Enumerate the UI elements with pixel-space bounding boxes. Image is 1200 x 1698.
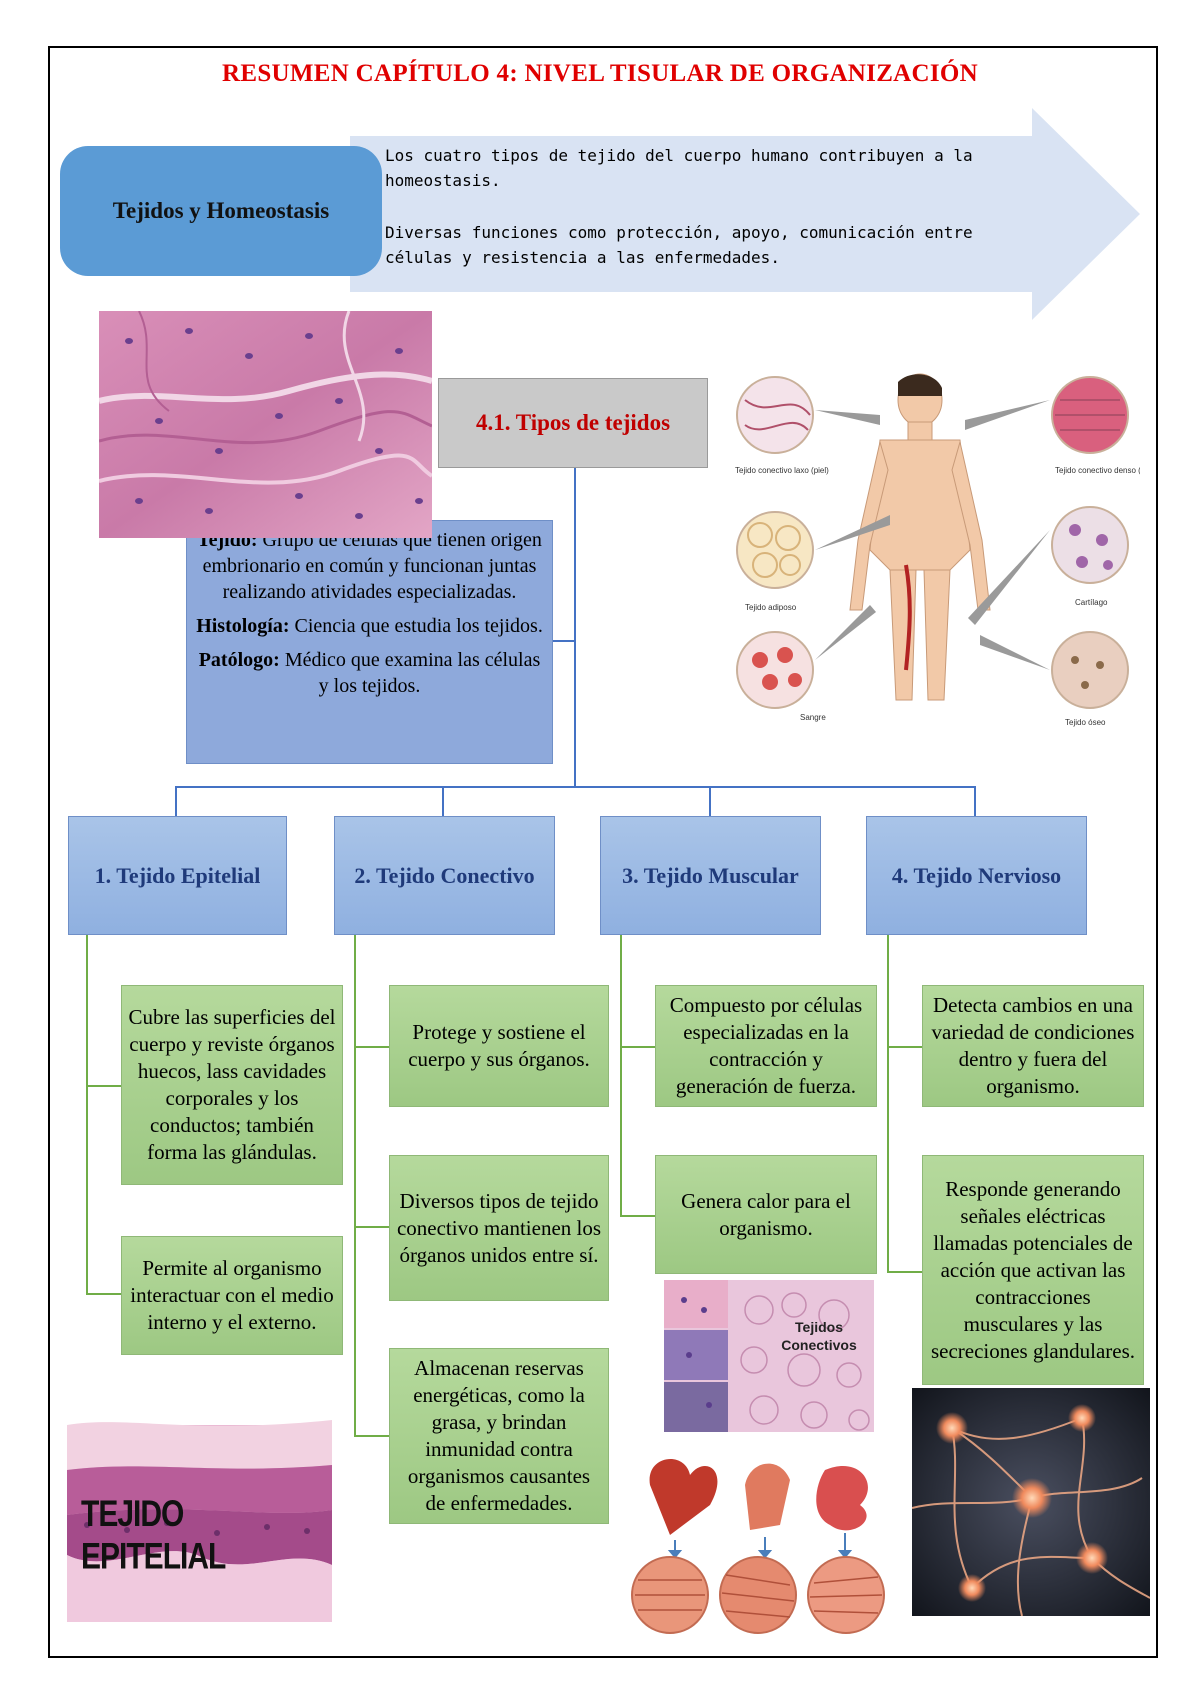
epitelial-item-2: Permite al organismo interactuar con el … xyxy=(121,1236,343,1355)
muscular-item-2: Genera calor para el organismo. xyxy=(655,1155,877,1274)
connector-muscular xyxy=(620,935,622,1217)
nervioso-item-1: Detecta cambios en una variedad de condi… xyxy=(922,985,1144,1107)
connective-tissue-image: Tejidos Conectivos xyxy=(664,1280,874,1432)
epithelial-caption: TEJIDO EPITELIAL xyxy=(81,1493,226,1578)
homeostasis-line-1: Los cuatro tipos de tejido del cuerpo hu… xyxy=(385,146,973,190)
connector-epitelial-2 xyxy=(86,1293,121,1295)
connector-muscular-1 xyxy=(620,1046,655,1048)
neurons-image xyxy=(912,1388,1150,1616)
connector-nervioso-1 xyxy=(887,1046,922,1048)
conectivo-item-1: Protege y sostiene el cuerpo y sus órgan… xyxy=(389,985,609,1107)
definition-patologo-term: Patólogo: xyxy=(198,649,280,671)
label-denso: Tejido conectivo denso (ligamento) xyxy=(1055,466,1140,475)
connector-nervioso xyxy=(887,935,889,1273)
homeostasis-label-box: Tejidos y Homeostasis xyxy=(60,146,382,276)
muscle-types-image xyxy=(631,1458,885,1634)
epithelial-tissue-image: TEJIDO EPITELIAL xyxy=(67,1405,332,1622)
histology-micrograph-image xyxy=(99,311,432,538)
page-border xyxy=(48,46,1158,1658)
category-muscular-title: 3. Tejido Muscular xyxy=(622,862,799,888)
connector-cat-1 xyxy=(175,786,177,816)
connective-tissue-texture xyxy=(664,1280,870,1432)
category-nervioso: 4. Tejido Nervioso xyxy=(866,816,1087,935)
connector-conectivo-1 xyxy=(354,1046,389,1048)
category-muscular: 3. Tejido Muscular xyxy=(600,816,821,935)
connector-bar xyxy=(175,786,976,788)
muscular-item-1: Compuesto por células especializadas en … xyxy=(655,985,877,1107)
conectivo-item-2: Diversos tipos de tejido conectivo manti… xyxy=(389,1155,609,1301)
homeostasis-line-2: Diversas funciones como protección, apoy… xyxy=(385,223,973,267)
nervioso-item-2: Responde generando señales eléctricas ll… xyxy=(922,1155,1144,1385)
category-nervioso-title: 4. Tejido Nervioso xyxy=(891,862,1062,888)
label-oseo: Tejido óseo xyxy=(1065,718,1106,727)
conectivo-item-3: Almacenan reservas energéticas, como la … xyxy=(389,1348,609,1524)
connector-conectivo xyxy=(354,935,356,1437)
definition-histologia-term: Histología: xyxy=(196,615,290,637)
connective-caption-2: Conectivos xyxy=(781,1337,857,1353)
types-title: 4.1. Tipos de tejidos xyxy=(475,410,671,435)
types-title-box: 4.1. Tipos de tejidos xyxy=(438,378,708,468)
connector-cat-4 xyxy=(974,786,976,816)
label-adiposo: Tejido adiposo xyxy=(745,603,797,612)
category-epitelial: 1. Tejido Epitelial xyxy=(68,816,287,935)
category-conectivo-title: 2. Tejido Conectivo xyxy=(354,862,535,888)
definition-histologia-text: Ciencia que estudia los tejidos. xyxy=(294,615,543,637)
connector-cat-2 xyxy=(442,786,444,816)
definitions-box: Tejido: Grupo de células que tienen orig… xyxy=(186,520,553,764)
label-laxo: Tejido conectivo laxo (piel) xyxy=(735,466,829,475)
label-cartilago: Cartílago xyxy=(1075,598,1108,607)
page-title: RESUMEN CAPÍTULO 4: NIVEL TISULAR DE ORG… xyxy=(221,60,979,87)
connector-trunk xyxy=(574,467,576,787)
connective-caption-1: Tejidos xyxy=(795,1319,843,1335)
body-tissues-diagram: Tejido conectivo laxo (piel) Tejido cone… xyxy=(735,373,1140,727)
label-sangre: Sangre xyxy=(800,713,826,722)
definition-patologo: Patólogo: Médico que examina las células… xyxy=(195,647,544,699)
category-conectivo: 2. Tejido Conectivo xyxy=(334,816,555,935)
connector-conectivo-3 xyxy=(354,1435,389,1437)
homeostasis-text: Los cuatro tipos de tejido del cuerpo hu… xyxy=(385,143,1035,270)
connective-caption: Tejidos Conectivos xyxy=(774,1318,864,1354)
category-epitelial-title: 1. Tejido Epitelial xyxy=(94,862,261,888)
epithelial-tissue-texture xyxy=(67,1405,332,1622)
connector-muscular-2 xyxy=(620,1215,655,1217)
connector-epitelial xyxy=(86,935,88,1295)
definition-tejido: Tejido: Grupo de células que tienen orig… xyxy=(195,527,544,605)
definition-histologia: Histología: Ciencia que estudia los teji… xyxy=(195,613,544,639)
connector-epitelial-1 xyxy=(86,1085,121,1087)
connector-definitions xyxy=(553,640,575,642)
connector-nervioso-2 xyxy=(887,1271,922,1273)
connector-conectivo-2 xyxy=(354,1226,389,1228)
homeostasis-label: Tejidos y Homeostasis xyxy=(112,198,330,223)
homeostasis-arrow xyxy=(350,108,1140,320)
connector-cat-3 xyxy=(709,786,711,816)
epitelial-item-1: Cubre las superficies del cuerpo y revis… xyxy=(121,985,343,1185)
definition-patologo-text: Médico que examina las células y los tej… xyxy=(284,649,541,697)
